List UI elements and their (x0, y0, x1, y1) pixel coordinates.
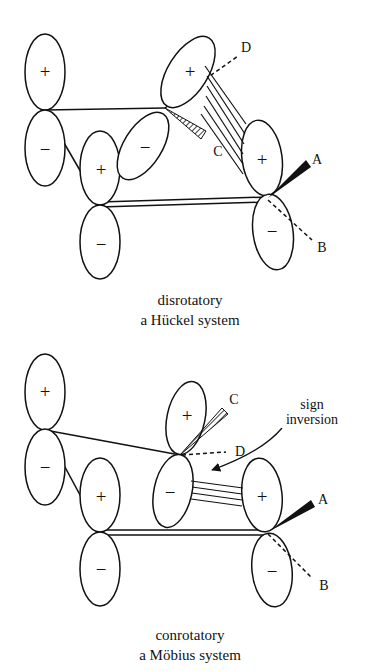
orbital-lobe (237, 118, 287, 199)
orbital-lobe (107, 104, 179, 189)
orbital-lobe (80, 205, 120, 279)
orbital-lobe (238, 456, 286, 534)
phase-sign: + (40, 62, 51, 83)
bond-line (100, 534, 268, 536)
substituent-label: A (318, 492, 328, 507)
phase-sign: − (96, 560, 107, 581)
substituent-label: D (241, 40, 251, 55)
substituent-label: D (235, 444, 245, 459)
substituent-label: C (213, 144, 222, 159)
orbital-lobe (80, 458, 120, 532)
orbital-lobe (147, 451, 200, 531)
phase-sign: − (267, 562, 278, 583)
caption-text: a Hückel system (140, 312, 239, 329)
phase-sign: + (185, 62, 196, 83)
bond-line (45, 108, 165, 110)
substituent-label: B (319, 578, 328, 593)
annotation-text: sign inversion (280, 397, 344, 428)
phase-sign: + (96, 160, 107, 181)
orbital-lobe (25, 34, 65, 110)
orbital-lobe (25, 429, 65, 505)
substituent-label: C (229, 392, 238, 407)
bond-line (100, 197, 268, 202)
orbital-lobe (80, 532, 120, 606)
pointer-arrow (212, 428, 282, 470)
orbital-lobe (150, 27, 226, 116)
phase-sign: − (96, 235, 107, 256)
phase-sign: − (165, 483, 176, 504)
solid-wedge (268, 500, 315, 532)
caption-text: a Möbius system (139, 647, 241, 664)
caption-text: conrotatory (155, 627, 224, 644)
phase-sign: + (182, 406, 193, 427)
orbital-lobe (248, 192, 298, 273)
orbital-lobe (160, 378, 213, 458)
orbital-lobe (25, 110, 65, 186)
bond-line (100, 202, 268, 207)
caption-text: disrotatory (158, 292, 223, 309)
phase-sign: − (140, 138, 151, 159)
phase-sign: − (267, 222, 278, 243)
phase-sign: − (40, 458, 51, 479)
orbital-lobe (248, 531, 296, 609)
hatched-wedge (165, 108, 206, 139)
dashed-bond (182, 452, 226, 455)
substituent-label: B (317, 240, 326, 255)
phase-sign: + (96, 487, 107, 508)
bond-line (45, 430, 180, 455)
solid-wedge (268, 160, 311, 198)
bond-line (100, 529, 268, 531)
phase-sign: + (257, 487, 268, 508)
substituent-label: A (312, 152, 322, 167)
phase-sign: + (257, 150, 268, 171)
orbital-lobe (25, 354, 65, 430)
orbital-lobe (80, 131, 120, 205)
phase-sign: + (40, 382, 51, 403)
phase-sign: − (40, 140, 51, 161)
